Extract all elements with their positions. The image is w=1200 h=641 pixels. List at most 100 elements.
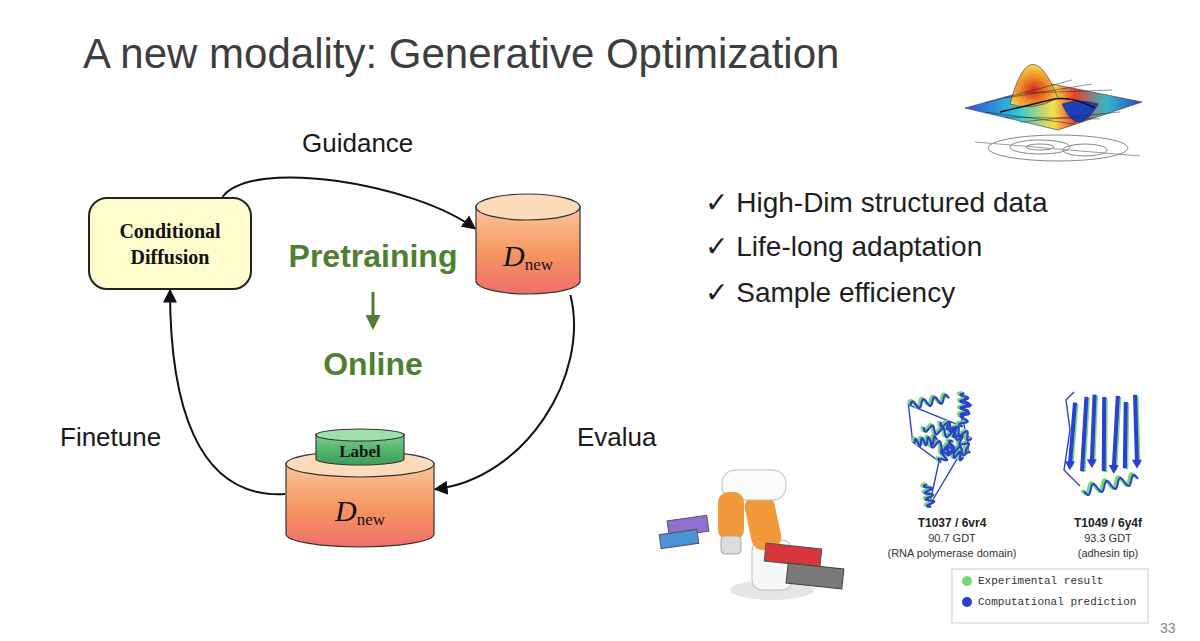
- node-text: new: [357, 510, 385, 529]
- protein-ribbon: [924, 426, 961, 440]
- protein-id-wrap: T1037 / 6vr4: [872, 516, 1032, 530]
- feature-check: ✓ Life-long adaptation: [705, 230, 982, 263]
- surface-plot-part: [985, 80, 1120, 124]
- node-text: Label: [339, 442, 381, 462]
- protein-structure-picture: [908, 392, 1142, 507]
- node-text-wrap: Label: [339, 442, 381, 462]
- edge-label: Guidance: [300, 128, 415, 159]
- robot-arm-picture-part: [718, 492, 744, 540]
- phase-label-wrap: Online: [243, 346, 503, 383]
- edge-label: Evalua: [575, 422, 659, 453]
- protein-ribbon: [959, 399, 971, 427]
- node-text-wrap: Dnew: [503, 239, 553, 275]
- protein-strand-head: [1065, 461, 1075, 470]
- edge-label-wrap: Finetune: [58, 422, 163, 453]
- protein-ribbon: [910, 395, 949, 408]
- protein-coil: [908, 405, 970, 506]
- dataset-cylinder-outline: [475, 193, 581, 295]
- protein-strand: [1082, 397, 1086, 471]
- protein-name: (adhesin tip): [1038, 547, 1178, 559]
- cylinder-top: [316, 429, 404, 441]
- surface-plot-part: [975, 142, 1140, 156]
- edge-label: Finetune: [58, 422, 163, 453]
- node-text-wrap: Dnew: [335, 494, 385, 530]
- protein-strand: [1124, 403, 1129, 469]
- protein-coil: [1064, 392, 1080, 486]
- flow-arrow: [222, 177, 475, 228]
- protein-ribbon: [924, 484, 935, 507]
- feature-check-wrap: ✓ High-Dim structured data: [705, 186, 1047, 219]
- node-text: new: [525, 255, 553, 274]
- node-text-wrap: Conditional Diffusion: [98, 218, 242, 270]
- edge-label-wrap: Guidance: [300, 128, 415, 159]
- node-text: Conditional Diffusion: [98, 218, 242, 270]
- protein-strand: [1092, 395, 1095, 464]
- legend-swatch: [962, 597, 972, 607]
- model-box: Conditional Diffusion: [88, 197, 252, 290]
- protein-strand-head: [1087, 459, 1097, 468]
- protein-score: 90.7 GDT: [872, 532, 1032, 544]
- slide-title: A new modality: Generative Optimization: [83, 30, 839, 78]
- node-text: D: [335, 494, 357, 527]
- protein-strand-head: [1132, 460, 1142, 469]
- legend-row: Experimental result: [962, 575, 1103, 587]
- phase-label: Pretraining: [243, 238, 503, 275]
- legend-text: Experimental result: [978, 575, 1103, 587]
- protein-score: 93.3 GDT: [1038, 532, 1178, 544]
- legend-swatch: [962, 576, 972, 586]
- protein-ribbon: [1084, 475, 1138, 495]
- protein-name: (RNA polymerase domain): [872, 547, 1032, 559]
- page-number-wrap: 33: [1160, 620, 1176, 636]
- robot-arm-picture-part: [659, 529, 699, 548]
- page-number: 33: [1160, 620, 1176, 636]
- phase-label-wrap: Pretraining: [243, 238, 503, 275]
- feature-check-wrap: ✓ Life-long adaptation: [705, 230, 982, 263]
- feature-check-wrap: ✓ Sample efficiency: [705, 276, 955, 309]
- protein-id-wrap: T1049 / 6y4f: [1038, 516, 1178, 530]
- protein-strand: [1123, 402, 1128, 468]
- protein-strand: [1102, 397, 1106, 471]
- node-text: D: [503, 239, 525, 272]
- robot-arm-picture-part: [786, 563, 844, 589]
- robot-arm-picture: [659, 470, 844, 600]
- protein-id: T1049 / 6y4f: [1038, 516, 1178, 530]
- protein-score-wrap: 90.7 GDT: [872, 532, 1032, 544]
- protein-name-wrap: (RNA polymerase domain): [872, 547, 1032, 559]
- protein-ribbon: [915, 436, 937, 446]
- flow-arrow: [435, 295, 574, 489]
- legend-frame: [952, 569, 1148, 623]
- phase-arrow: [372, 292, 375, 327]
- title-wrap: A new modality: Generative Optimization: [83, 30, 839, 78]
- dataset-cylinder: Dnew: [475, 193, 581, 295]
- flow-arrow: [170, 290, 285, 494]
- phase-label: Online: [243, 346, 503, 383]
- edge-label-wrap: Evalua: [575, 422, 659, 453]
- surface-plot-part: [1010, 140, 1070, 154]
- protein-strand: [1114, 396, 1118, 469]
- surface-plot: [965, 64, 1142, 161]
- model-box-outline: [88, 197, 252, 290]
- protein-ribbon: [939, 441, 955, 463]
- protein-strand: [1070, 403, 1075, 466]
- label-cylinder: Label: [315, 428, 405, 466]
- robot-arm-picture-part: [721, 536, 741, 554]
- protein-id: T1037 / 6vr4: [872, 516, 1032, 530]
- surface-plot-part: [1000, 99, 1095, 112]
- legend-row: Computational prediction: [962, 596, 1136, 608]
- protein-strand-head: [1109, 465, 1119, 474]
- box-outline: [89, 198, 251, 289]
- robot-arm-picture-part: [743, 491, 784, 552]
- cylinder-top: [286, 451, 434, 477]
- protein-strand: [1135, 395, 1137, 464]
- protein-score-wrap: 93.3 GDT: [1038, 532, 1178, 544]
- legend-text: Computational prediction: [978, 596, 1136, 608]
- cylinder-top: [476, 194, 580, 220]
- surface-plot-part: [988, 135, 1128, 161]
- feature-check: ✓ Sample efficiency: [705, 276, 955, 309]
- feature-check: ✓ High-Dim structured data: [705, 186, 1047, 219]
- protein-name-wrap: (adhesin tip): [1038, 547, 1178, 559]
